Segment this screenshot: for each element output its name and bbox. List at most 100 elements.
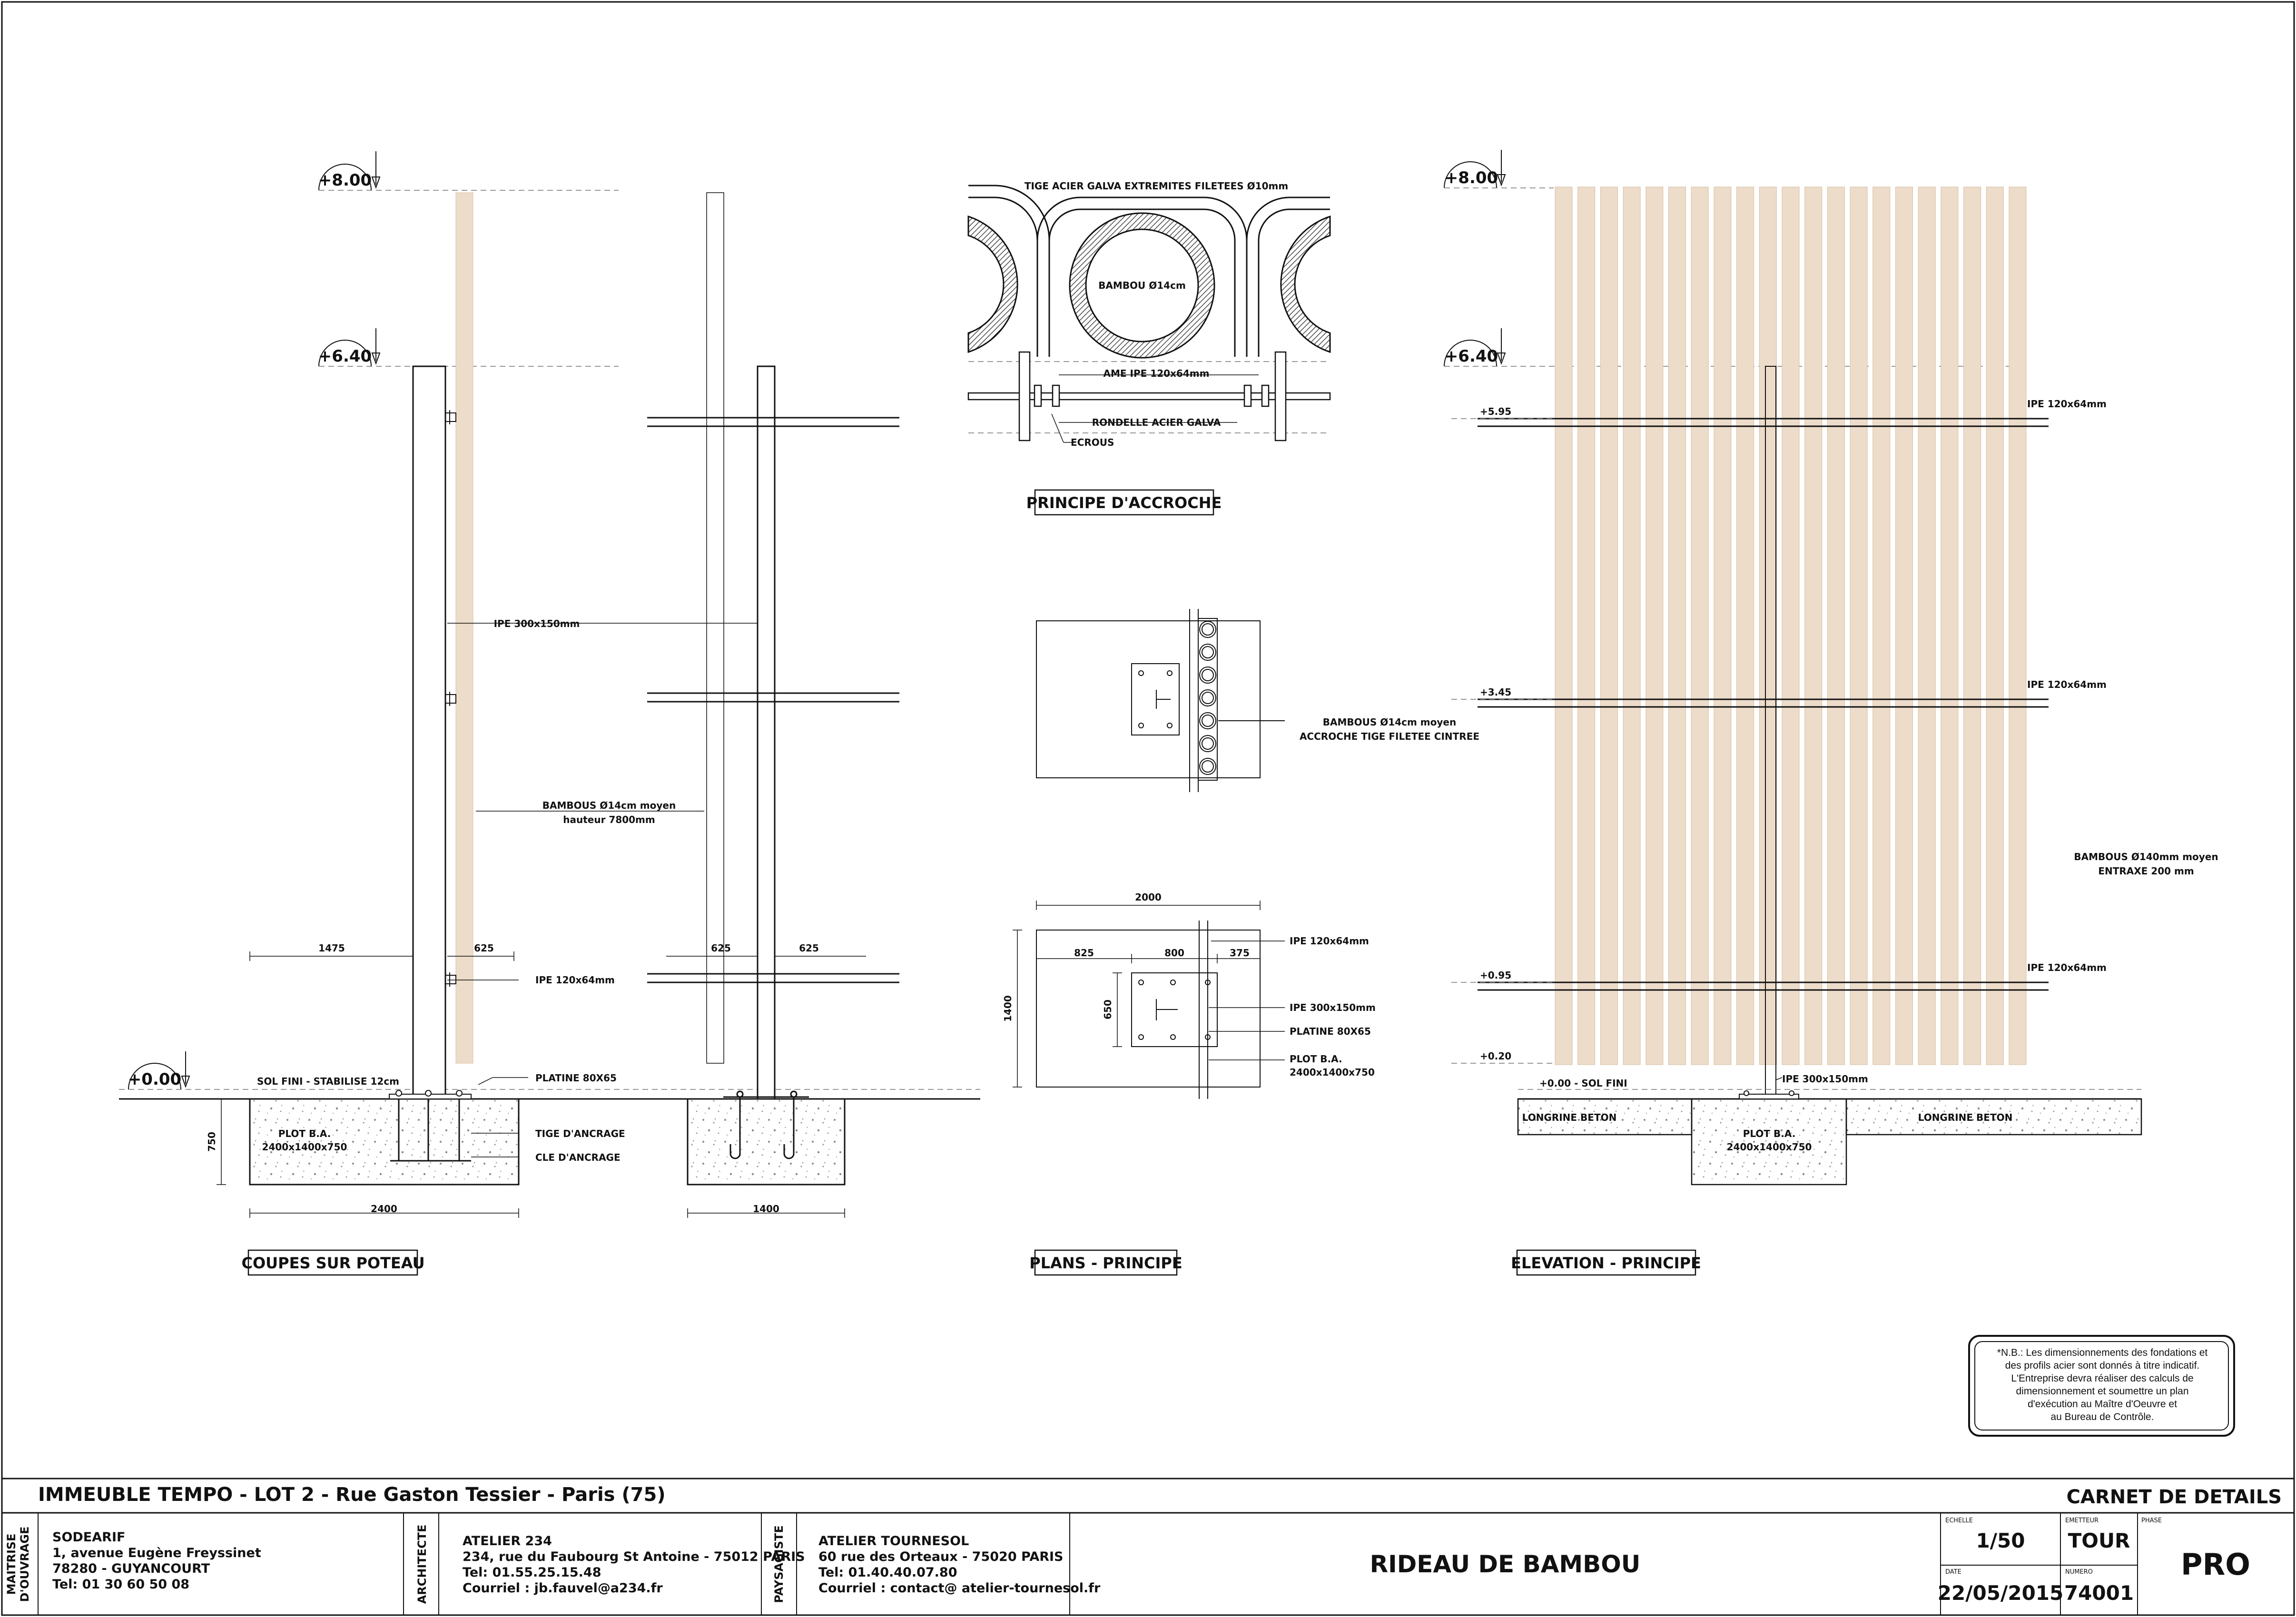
label-bamboos-plan: BAMBOUS Ø14cm moyen	[1323, 716, 1456, 728]
label-plot-size: 2400x1400x750	[262, 1141, 347, 1153]
label-plot-plan: PLOT B.A.	[1290, 1053, 1342, 1065]
level-label: +8.00	[1445, 168, 1498, 187]
connection-brackets	[445, 410, 456, 987]
note-line: d'exécution au Maître d'Oeuvre et	[2028, 1399, 2177, 1410]
level-marker-top: +8.00	[1444, 150, 1554, 188]
bamboo-stem	[1646, 186, 1664, 1065]
dim-1475: 1475	[318, 942, 345, 954]
elevation-level-lines	[1451, 418, 2141, 1090]
bamboo-stem	[1827, 186, 1845, 1065]
longrine-left	[1517, 1098, 1693, 1136]
plan-view: BAMBOUS Ø14cm moyen ACCROCHE TIGE FILETE…	[1002, 609, 1479, 1276]
bamboo-stem	[1736, 186, 1754, 1065]
level-020: +0.20	[1480, 1050, 1511, 1062]
mo-name: SODEARIF	[52, 1530, 125, 1545]
label-longrine: LONGRINE BETON	[1918, 1112, 2013, 1123]
label-longrine: LONGRINE BETON	[1522, 1112, 1617, 1123]
section-view: +8.00 +6.40 +0.00	[119, 151, 980, 1276]
level-595: +5.95	[1480, 406, 1511, 417]
note-line: dimensionnement et soumettre un plan	[2016, 1386, 2188, 1397]
view-title-plans: PLANS - PRINCIPE	[1029, 1254, 1182, 1272]
curved-threaded-rods	[968, 185, 1330, 357]
dim-1400: 1400	[753, 1203, 779, 1215]
bamboo-column-plan	[1189, 609, 1285, 792]
bamboo-stem	[1714, 186, 1732, 1065]
bamboo-stem	[1804, 186, 1823, 1065]
mo-city: 78280 - GUYANCOURT	[52, 1561, 210, 1576]
dim-375: 375	[1230, 947, 1250, 959]
note-box: *N.B.: Les dimensionnements des fondatio…	[1968, 1335, 2235, 1437]
bamboo-stem	[2009, 186, 2027, 1065]
label-tige-acier: TIGE ACIER GALVA EXTREMITES FILETEES Ø10…	[1025, 180, 1288, 192]
plan-dimensions	[1013, 901, 1285, 1088]
label-ipe-120-elev: IPE 120x64mm	[2027, 679, 2107, 690]
label-ipe-300: IPE 300x150mm	[494, 618, 580, 629]
foundation-block-side	[687, 1098, 846, 1186]
pays-phone: Tel: 01.40.40.07.80	[818, 1565, 957, 1580]
label-sol-elev: +0.00 - SOL FINI	[1539, 1078, 1627, 1089]
view-title-box	[1034, 489, 1214, 516]
phase-value: PRO	[2181, 1547, 2250, 1582]
foundation-block	[249, 1098, 520, 1186]
arch-email: Courriel : jb.fauvel@a234.fr	[463, 1581, 663, 1596]
bamboo-stem	[1577, 186, 1596, 1065]
emetteur-value: TOUR	[2068, 1529, 2130, 1552]
bamboo-outline	[706, 192, 724, 1064]
label-rondelle: RONDELLE ACIER GALVA	[1092, 417, 1221, 428]
attachment-detail: TIGE ACIER GALVA EXTREMITES FILETEES Ø10…	[967, 180, 1331, 516]
label-cle-ancrage: CLE D'ANCRAGE	[535, 1152, 621, 1163]
anchor-rods	[390, 1095, 471, 1162]
label-plot-size-plan: 2400x1400x750	[1290, 1067, 1375, 1078]
longrine-right	[1845, 1098, 2142, 1136]
label-ipe-300-plan: IPE 300x150mm	[1290, 1002, 1376, 1013]
label-platine: PLATINE 80X65	[535, 1072, 617, 1084]
view-title-elevation: ELEVATION - PRINCIPE	[1511, 1254, 1701, 1272]
doc-type: CARNET DE DETAILS	[2067, 1486, 2282, 1508]
level-345: +3.45	[1480, 686, 1511, 698]
label-ame-ipe: AME IPE 120x64mm	[1104, 368, 1210, 379]
date-value: 22/05/2015	[1938, 1581, 2063, 1605]
arch-address: 234, rue du Faubourg St Antoine - 75012 …	[463, 1549, 805, 1564]
anchor-hooks	[723, 1090, 809, 1159]
label-tige-ancrage: TIGE D'ANCRAGE	[535, 1128, 625, 1139]
label-bambou: BAMBOU Ø14cm	[1098, 280, 1186, 291]
ipe-rails	[647, 417, 899, 983]
view-title-box	[1516, 1249, 1696, 1276]
mo-address: 1, avenue Eugène Freyssinet	[52, 1546, 261, 1560]
dim-625: 625	[474, 942, 494, 954]
elevation-rails	[1478, 418, 2049, 991]
label-ipe-120-elev: IPE 120x64mm	[2027, 398, 2107, 410]
numero-value: 74001	[2064, 1581, 2134, 1605]
bamboo-stem	[1623, 186, 1641, 1065]
pays-email: Courriel : contact@ atelier-tournesol.fr	[818, 1581, 1101, 1596]
level-label: +6.40	[318, 347, 372, 366]
bamboo-stem	[1759, 186, 1777, 1065]
label-ecrous: ECROUS	[1071, 437, 1114, 448]
bamboo-stem	[1555, 186, 1573, 1065]
dim-800: 800	[1164, 947, 1184, 959]
dim-2000: 2000	[1135, 892, 1162, 903]
bamboo-stem	[1895, 186, 1913, 1065]
level-label: +6.40	[1445, 347, 1498, 366]
pays-label: PAYSAGISTE	[772, 1525, 786, 1603]
ipe-web-and-nuts	[967, 351, 1331, 441]
date-label: DATE	[1945, 1568, 1961, 1576]
base-plate-plan	[1131, 663, 1180, 735]
label-ipe-120-plan: IPE 120x64mm	[1290, 935, 1369, 947]
mo-label: D'OUVRAGE	[18, 1527, 31, 1602]
echelle-label: ECHELLE	[1945, 1517, 1973, 1524]
note-line: au Bureau de Contrôle.	[2050, 1411, 2154, 1422]
bamboo-stem	[1986, 186, 2004, 1065]
steel-post-ipe300	[412, 365, 446, 1100]
arch-name: ATELIER 234	[463, 1534, 552, 1548]
dim-650: 650	[1102, 1000, 1114, 1019]
bamboo-stem	[1668, 186, 1686, 1065]
pays-address: 60 rue des Orteaux - 75020 PARIS	[818, 1549, 1064, 1564]
project-title: IMMEUBLE TEMPO - LOT 2 - Rue Gaston Tess…	[38, 1484, 666, 1506]
dim-625: 625	[711, 942, 731, 954]
pays-name: ATELIER TOURNESOL	[818, 1534, 969, 1548]
level-095: +0.95	[1480, 970, 1511, 981]
label-ipe-120: IPE 120x64mm	[535, 974, 615, 986]
bamboo-stem	[1600, 186, 1618, 1065]
